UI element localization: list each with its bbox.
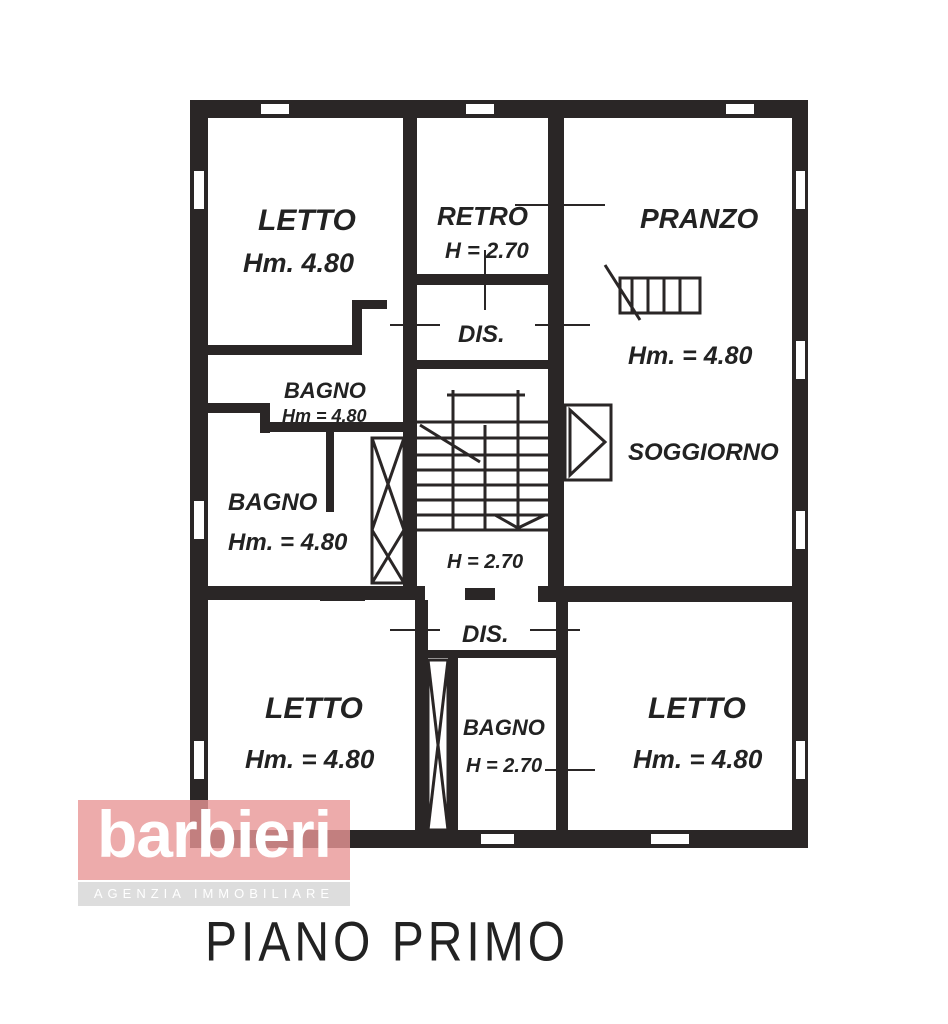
wall-interior bbox=[448, 655, 458, 835]
room-height: Hm. = 4.80 bbox=[628, 342, 752, 370]
room-name: BAGNO bbox=[284, 378, 366, 403]
wall-interior bbox=[190, 345, 355, 355]
wall-right bbox=[792, 100, 808, 848]
wall-left bbox=[190, 100, 208, 848]
room-name: SOGGIORNO bbox=[628, 439, 779, 466]
staircase bbox=[417, 264, 702, 532]
wall-interior bbox=[260, 403, 270, 433]
room-name: PRANZO bbox=[640, 203, 758, 234]
room-height: Hm. = 4.80 bbox=[245, 744, 375, 774]
wall-interior bbox=[260, 422, 410, 432]
fireplace bbox=[563, 403, 613, 482]
room-height: H = 2.70 bbox=[445, 238, 530, 263]
wall-interior bbox=[548, 100, 564, 600]
room-name: BAGNO bbox=[463, 715, 545, 740]
room-name: RETRO bbox=[437, 201, 528, 231]
room-height: Hm. 4.80 bbox=[243, 248, 354, 278]
wall-interior bbox=[417, 360, 548, 369]
wall-interior bbox=[465, 588, 495, 600]
room-name: DIS. bbox=[458, 321, 505, 348]
room-name: LETTO bbox=[265, 692, 363, 725]
door-marks bbox=[192, 102, 807, 846]
room-name: LETTO bbox=[258, 204, 356, 237]
wall-interior bbox=[190, 403, 260, 413]
wall-interior bbox=[415, 600, 428, 835]
plan-title: PIANO PRIMO bbox=[205, 912, 570, 973]
wall-interior bbox=[352, 300, 387, 309]
room-name: BAGNO bbox=[228, 489, 318, 516]
watermark-subtitle: AGENZIA IMMOBILIARE bbox=[78, 882, 350, 906]
room-height: H = 2.70 bbox=[466, 755, 542, 777]
room-name: LETTO bbox=[648, 692, 746, 725]
wall-interior bbox=[403, 100, 417, 600]
room-height: H = 2.70 bbox=[447, 551, 523, 573]
wall-interior bbox=[420, 650, 565, 658]
wall-interior bbox=[352, 300, 362, 355]
wall-interior bbox=[556, 600, 568, 835]
room-name: DIS. bbox=[462, 621, 509, 648]
wall-interior bbox=[538, 586, 808, 602]
shaft bbox=[370, 436, 450, 832]
watermark-logo bbox=[78, 800, 350, 880]
watermark-brand: barbieri bbox=[96, 797, 332, 871]
wall-top bbox=[190, 100, 808, 118]
wall-interior bbox=[417, 274, 548, 285]
room-height: Hm = 4.80 bbox=[282, 406, 367, 426]
room-height: Hm. = 4.80 bbox=[228, 529, 348, 556]
room-height: Hm. = 4.80 bbox=[633, 744, 763, 774]
wall-interior bbox=[190, 586, 425, 600]
wall-interior bbox=[326, 432, 334, 512]
